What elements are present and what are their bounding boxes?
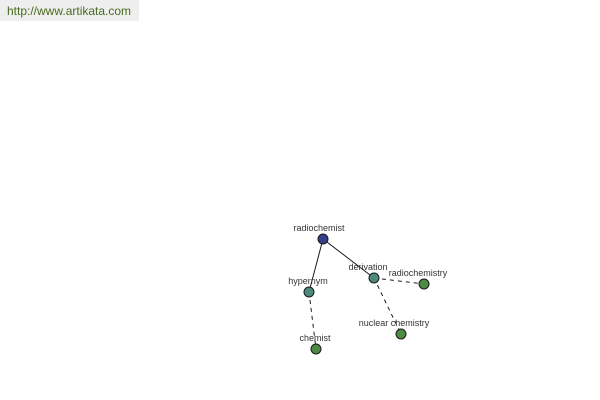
node-derivation[interactable]: derivation bbox=[348, 262, 388, 284]
node-hypernym-label: hypernym bbox=[288, 276, 328, 286]
node-nuclear-chemistry-dot bbox=[395, 328, 407, 340]
node-radiochemistry[interactable]: radiochemistry bbox=[389, 268, 448, 290]
node-hypernym[interactable]: hypernym bbox=[288, 276, 328, 298]
node-chemist[interactable]: chemist bbox=[299, 333, 331, 355]
site-url-link[interactable]: http://www.artikata.com bbox=[7, 4, 132, 18]
url-banner: http://www.artikata.com bbox=[0, 0, 139, 21]
edge-radiochemist-derivation bbox=[322, 238, 375, 279]
node-derivation-dot bbox=[368, 272, 380, 284]
node-nuclear-chemistry-label: nuclear chemistry bbox=[359, 318, 430, 328]
edge-derivation-radiochemistry bbox=[373, 277, 425, 285]
node-chemist-label: chemist bbox=[299, 333, 331, 343]
edge-derivation-nuclear-chemistry bbox=[373, 277, 402, 335]
node-chemist-dot bbox=[310, 343, 322, 355]
node-radiochemist-dot bbox=[317, 233, 329, 245]
edges-layer bbox=[308, 238, 425, 350]
node-radiochemistry-label: radiochemistry bbox=[389, 268, 448, 278]
node-derivation-label: derivation bbox=[348, 262, 387, 272]
node-radiochemist[interactable]: radiochemist bbox=[293, 223, 345, 245]
nodes-layer: radiochemist hypernym derivation chemist… bbox=[288, 223, 448, 355]
edge-radiochemist-hypernym bbox=[308, 238, 324, 293]
edge-hypernym-chemist bbox=[308, 291, 317, 350]
node-hypernym-dot bbox=[303, 286, 315, 298]
node-radiochemist-label: radiochemist bbox=[293, 223, 345, 233]
node-radiochemistry-dot bbox=[418, 278, 430, 290]
node-nuclear-chemistry[interactable]: nuclear chemistry bbox=[359, 318, 430, 340]
